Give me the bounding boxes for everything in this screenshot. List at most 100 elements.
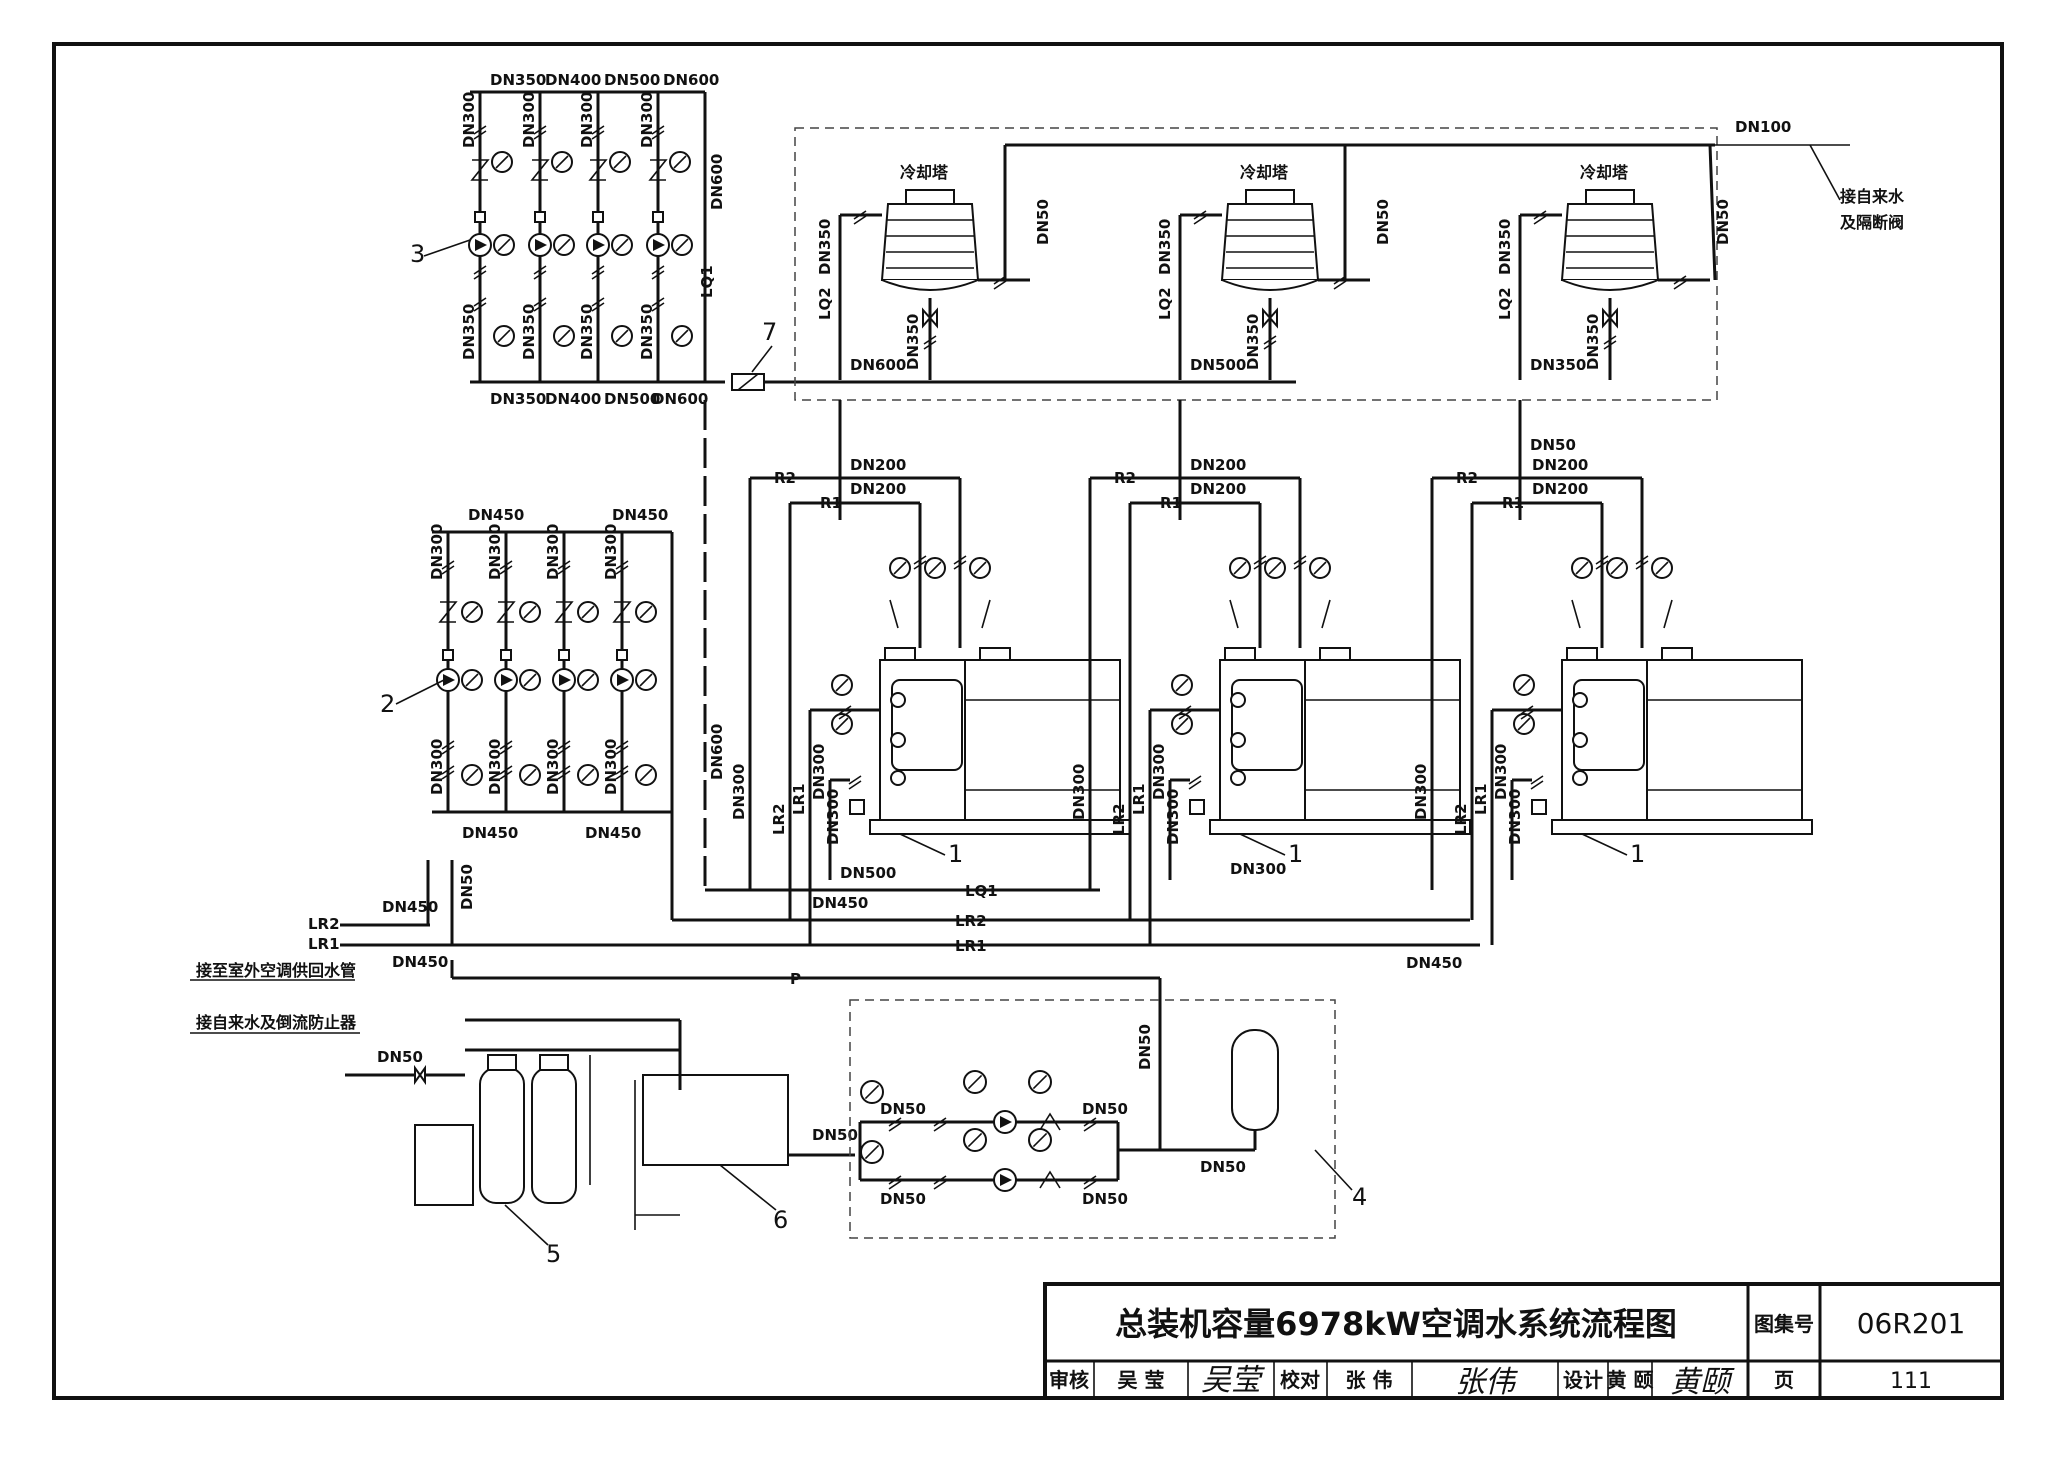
valve <box>533 297 547 307</box>
dn-label: DN350 <box>490 390 546 408</box>
valve <box>473 297 487 307</box>
valve <box>651 297 665 307</box>
chilled-pump-group: DN300DN300DN300DN300DN300DN300DN300DN300… <box>380 506 674 920</box>
drawing-title: 总装机容量6978kW空调水系统流程图 <box>1115 1305 1677 1343</box>
valve <box>1533 210 1547 220</box>
item-number: 3 <box>410 240 425 268</box>
valve <box>923 335 937 345</box>
dn-label: DN50 <box>880 1100 926 1118</box>
valve <box>1263 335 1277 345</box>
designer-name: 黄 颐 <box>1607 1368 1654 1392</box>
dn-label: DN450 <box>612 506 668 524</box>
design-label: 设计 <box>1563 1368 1603 1392</box>
dn-label: DN300 <box>730 764 748 820</box>
dn-label: DN300 <box>1070 764 1088 820</box>
valve <box>888 1175 902 1185</box>
valve <box>1253 555 1267 565</box>
valve <box>651 125 665 135</box>
valve <box>441 740 455 750</box>
dn-label: R1 <box>1160 494 1182 512</box>
dn-label: DN300 <box>1492 744 1510 800</box>
dn-label: LQ2 <box>816 287 834 320</box>
check-valve <box>438 601 458 623</box>
note-outdoor-pipe: 接至室外空调供回水管 <box>196 961 356 980</box>
valve <box>441 560 455 570</box>
dn-label: DN300 <box>428 524 446 580</box>
dn-label: DN200 <box>1190 456 1246 474</box>
page-label: 页 <box>1774 1368 1794 1392</box>
title-block: 总装机容量6978kW空调水系统流程图 图集号 06R201 页 111 审核 … <box>1043 1282 2004 1400</box>
dn-label: DN350 <box>578 304 596 360</box>
dn-label: DN450 <box>382 898 438 916</box>
dn-label: DN600 <box>663 71 719 89</box>
cooling-tower-zone <box>794 127 1718 401</box>
dn-label: DN300 <box>428 739 446 795</box>
valve <box>913 555 927 565</box>
dn-label: DN200 <box>1190 480 1246 498</box>
checker-name: 张 伟 <box>1346 1368 1393 1392</box>
dn-label: R1 <box>820 494 842 512</box>
dn-label: DN300 <box>602 524 620 580</box>
valve <box>1188 775 1202 785</box>
valve <box>1595 555 1609 565</box>
salt-tank <box>414 1124 474 1206</box>
dn-label: DN350 <box>638 304 656 360</box>
valve <box>499 740 513 750</box>
pressurization-zone <box>849 999 1336 1239</box>
check-valve <box>496 601 516 623</box>
atlas-number: 06R201 <box>1857 1307 1966 1340</box>
valve <box>473 125 487 135</box>
dn-label: DN350 <box>460 304 478 360</box>
softener-tank <box>479 1067 525 1204</box>
review-label: 审核 <box>1049 1368 1089 1392</box>
dn-label: DN600 <box>652 390 708 408</box>
valve <box>499 765 513 775</box>
dn-label: DN450 <box>392 953 448 971</box>
dn-label: DN400 <box>545 390 601 408</box>
valve <box>533 265 547 275</box>
checker-signature: 张伟 <box>1455 1365 1518 1400</box>
valve <box>1603 335 1617 345</box>
note-city-water: 接自来水 <box>1840 187 1905 206</box>
dn-label: DN600 <box>708 724 726 780</box>
valve <box>615 765 629 775</box>
valve <box>441 765 455 775</box>
dn-label: DN50 <box>880 1190 926 1208</box>
cooling-pump-group: DN300DN350DN300DN350DN300DN350DN300DN350… <box>410 71 726 408</box>
dn-label: DN300 <box>810 744 828 800</box>
valve <box>591 265 605 275</box>
dn-label: DN50 <box>1200 1158 1246 1176</box>
dn-label: DN50 <box>458 864 476 910</box>
dn-label: LR1 <box>1472 783 1490 815</box>
item-number: 6 <box>773 1206 788 1234</box>
water-treatment: 接自来水及倒流防止器 DN50 5 6 DN50 DN50 <box>190 999 1367 1268</box>
dn-label: DN300 <box>638 92 656 148</box>
dn-label: DN500 <box>604 71 660 89</box>
check-valve <box>588 159 608 181</box>
valve <box>615 560 629 570</box>
valve <box>1193 210 1207 220</box>
dn-label: R2 <box>1114 469 1136 487</box>
item-number: 5 <box>546 1240 561 1268</box>
header-pipes: LQ1 LR2 LR1 DN500 DN300 DN450 DN450 LR2 … <box>190 860 1480 1150</box>
dn-label: DN500 <box>840 864 896 882</box>
pipe-tag: LQ1 <box>698 265 716 298</box>
dn-label: DN350 <box>490 71 546 89</box>
dn-label: LQ2 <box>1496 287 1514 320</box>
valve <box>557 740 571 750</box>
valve <box>853 210 867 220</box>
valve <box>651 265 665 275</box>
dn-label: LR2 <box>770 803 788 835</box>
tower-label: 冷却塔 <box>1580 163 1629 182</box>
dn-label: DN450 <box>812 894 868 912</box>
dn-label: DN50 <box>1082 1100 1128 1118</box>
dn-label: DN350 <box>1496 219 1514 275</box>
pipe-tag: LR1 <box>955 937 987 955</box>
valve <box>557 560 571 570</box>
dn-label: DN200 <box>1532 456 1588 474</box>
dn-label: DN100 <box>1735 118 1791 136</box>
dn-label: DN50 <box>377 1048 423 1066</box>
item-number: 4 <box>1352 1183 1367 1211</box>
